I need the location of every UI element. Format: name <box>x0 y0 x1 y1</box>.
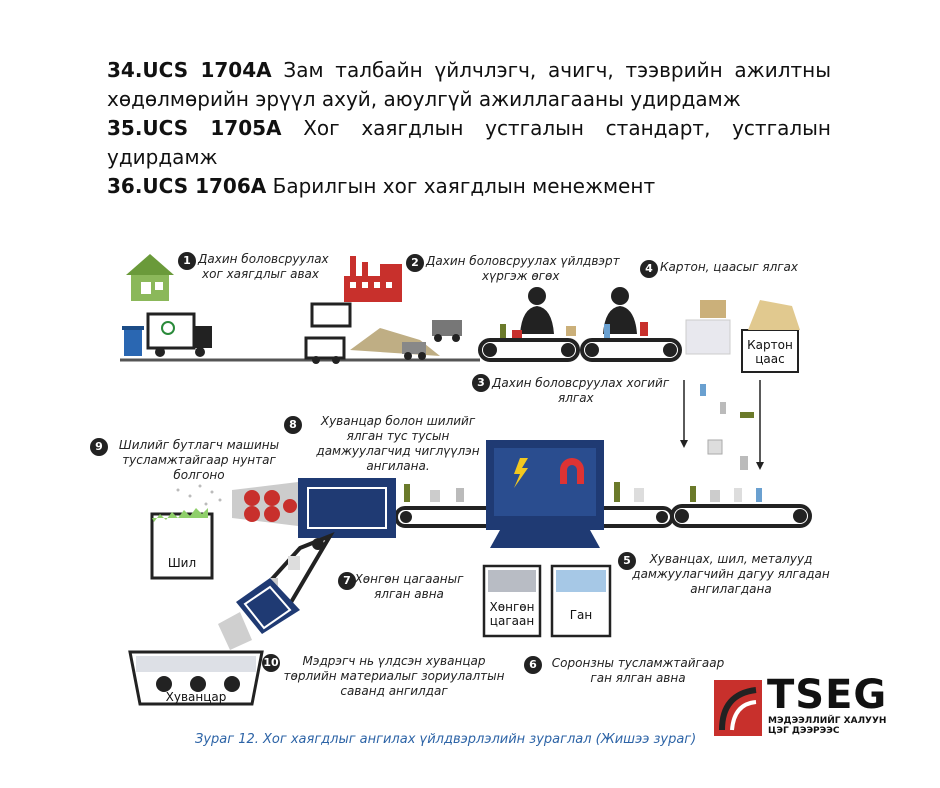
standard-title: Хог хаягдлын устгалын стандарт, устгалын… <box>107 116 831 169</box>
standard-item-34: 34.UCS 1704A Зам талбайн үйлчлэгч, ачигч… <box>107 56 831 114</box>
plastic-bin <box>128 650 264 706</box>
steel-bin-label: Ган <box>569 608 593 622</box>
standard-title: Зам талбайн үйлчлэгч, ачигч, тээврийн аж… <box>107 58 831 111</box>
worker-icon-1 <box>520 287 554 334</box>
tseg-logo-mark <box>714 680 762 736</box>
step-number: 10 <box>262 654 280 672</box>
glass-bin-label: Шил <box>167 556 197 570</box>
glass-bin <box>150 508 214 580</box>
sorting-box <box>298 478 396 538</box>
falling-items <box>700 384 754 470</box>
logo-tagline-1: МЭДЭЭЛЛИЙГ ХАЛУУН <box>768 716 887 726</box>
step-number: 9 <box>90 438 108 456</box>
step-number: 8 <box>284 416 302 434</box>
figure-caption: Зураг 12. Хог хаягдлыг ангилах үйлдвэрлэ… <box>195 732 697 747</box>
waste-pile-icon <box>350 320 462 360</box>
worker-icon-2 <box>603 287 637 334</box>
factory-icon <box>344 256 402 302</box>
plastic-bin-label: Хуванцар <box>165 690 227 704</box>
conveyor-right-lower <box>670 486 812 528</box>
aluminium-bin <box>482 564 542 638</box>
top-conveyor-right <box>580 338 682 362</box>
dump-truck-icon <box>304 302 352 364</box>
waste-items-top <box>500 300 731 355</box>
house-icon <box>126 254 174 301</box>
step-number: 7 <box>338 572 356 590</box>
magnet-machine <box>486 440 604 548</box>
top-conveyor-left <box>478 338 580 362</box>
steel-bin <box>550 564 612 638</box>
carton-bin <box>741 300 800 373</box>
step-number: 3 <box>472 374 490 392</box>
step-number: 4 <box>640 260 658 278</box>
glass-powder <box>176 484 222 506</box>
logo-name: TSEG <box>767 672 888 718</box>
step-number: 1 <box>178 252 196 270</box>
standard-code: 34.UCS 1704A <box>107 58 272 82</box>
standard-item-35: 35.UCS 1705A Хог хаягдлын устгалын станд… <box>107 114 831 172</box>
standards-list: 34.UCS 1704A Зам талбайн үйлчлэгч, ачигч… <box>107 56 831 201</box>
step-number: 5 <box>618 552 636 570</box>
tseg-logo: TSEG МЭДЭЭЛЛИЙГ ХАЛУУН ЦЭГ ДЭЭРЭЭС <box>714 674 894 738</box>
step-number: 2 <box>406 254 424 272</box>
sensor-box <box>218 578 300 650</box>
standard-code: 36.UCS 1706A <box>107 174 267 198</box>
step-number: 6 <box>524 656 542 674</box>
standard-item-36: 36.UCS 1706A Барилгын хог хаягдлын менеж… <box>107 172 831 201</box>
step-4-label: Картон, цаасыг ялгах <box>660 260 799 274</box>
logo-tagline-2: ЦЭГ ДЭЭРЭЭС <box>768 726 840 736</box>
standard-code: 35.UCS 1705A <box>107 116 282 140</box>
truck-icon <box>146 312 212 357</box>
glass-crusher <box>232 482 298 526</box>
recycle-bin-icon <box>122 326 144 356</box>
standard-title: Барилгын хог хаягдлын менежмент <box>266 174 656 198</box>
